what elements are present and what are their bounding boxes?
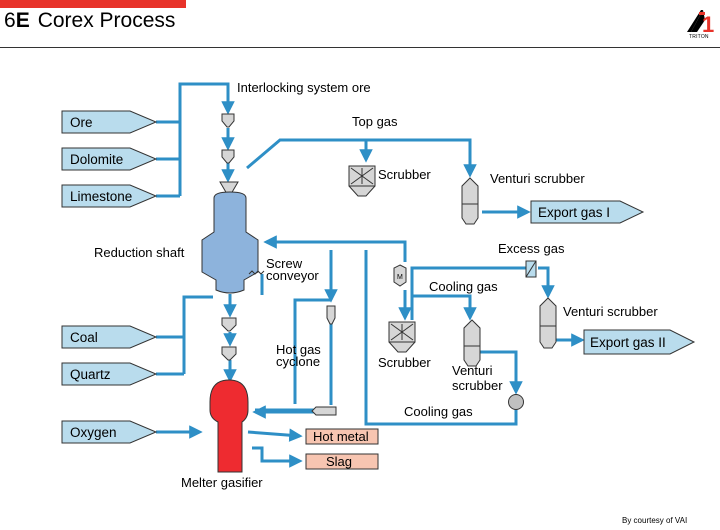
input-ore-label: Ore bbox=[70, 115, 93, 130]
export-gas-1-label: Export gas I bbox=[538, 205, 610, 220]
cooling-gas-top-label: Cooling gas bbox=[429, 279, 498, 294]
page-title: 6E Corex Process bbox=[4, 9, 175, 33]
screw-conveyor-icon bbox=[248, 270, 265, 275]
fan-icon: M bbox=[393, 264, 407, 287]
feed-line-materials bbox=[156, 120, 180, 198]
excess-gas-line bbox=[538, 266, 555, 299]
excess-gas-label: Excess gas bbox=[498, 241, 565, 256]
svg-text:1: 1 bbox=[702, 12, 714, 37]
venturi-scrubber-top-icon bbox=[461, 177, 479, 225]
cooling-gas-top-line bbox=[440, 294, 477, 321]
logo-text: TRITON bbox=[689, 34, 709, 40]
cooling-gas-bottom-label: Cooling gas bbox=[404, 404, 473, 419]
venturi-mid-label-line1: Venturi bbox=[452, 363, 493, 378]
export-gas-1-box: Export gas I bbox=[530, 200, 645, 224]
input-boxes: Ore Dolomite Limestone Coal Quartz Oxyge… bbox=[61, 110, 158, 444]
coal-quartz-lines bbox=[156, 335, 184, 376]
screw-label: Screw bbox=[266, 256, 303, 271]
interlocking-label: Interlocking system ore bbox=[237, 80, 371, 95]
feed-line-interlock bbox=[178, 82, 235, 196]
input-coal: Coal bbox=[61, 325, 158, 349]
cooling-gas-bottom-line bbox=[364, 250, 518, 426]
lock-hoppers bbox=[219, 113, 239, 361]
hot-metal-label: Hot metal bbox=[313, 429, 369, 444]
diagram-labels: Interlocking system ore Top gas Scrubber… bbox=[94, 80, 658, 490]
reducing-gas-line bbox=[331, 240, 407, 262]
hot-gas-label: Hot gas bbox=[276, 342, 321, 357]
hot-metal-box: Hot metal bbox=[305, 428, 379, 445]
dust-burner-icon bbox=[311, 406, 337, 416]
fan-symbol-label: M bbox=[397, 274, 403, 281]
top-gas-label: Top gas bbox=[352, 114, 398, 129]
input-quartz-label: Quartz bbox=[70, 367, 111, 382]
venturi-to-fan-line bbox=[480, 350, 523, 395]
reduction-shaft bbox=[201, 191, 259, 294]
publisher-logo-icon: 1 bbox=[687, 10, 714, 37]
coal-feed-line bbox=[182, 295, 213, 374]
export-gas-2-box: Export gas II bbox=[583, 329, 696, 355]
header-divider bbox=[0, 47, 720, 48]
scrubber-mid-label: Scrubber bbox=[378, 355, 431, 370]
input-limestone-label: Limestone bbox=[70, 189, 132, 204]
credit-note: By courtesy of VAI bbox=[622, 516, 688, 525]
scrubber-mid-icon bbox=[388, 321, 416, 353]
scrubber-top-label: Scrubber bbox=[378, 167, 431, 182]
melter-gasifier-label: Melter gasifier bbox=[181, 475, 263, 490]
melter-gasifier bbox=[209, 379, 249, 473]
input-dolomite: Dolomite bbox=[61, 147, 158, 171]
input-oxygen-label: Oxygen bbox=[70, 425, 117, 440]
conveyor-label: conveyor bbox=[266, 268, 319, 283]
lock-hopper-2 bbox=[221, 149, 235, 164]
input-limestone: Limestone bbox=[61, 184, 158, 208]
gasifier-offgas-line bbox=[293, 298, 331, 404]
lock-hopper-3 bbox=[221, 317, 237, 332]
header-accent-bar bbox=[0, 0, 186, 8]
top-gas-line bbox=[246, 138, 477, 178]
scrubber-top-icon bbox=[348, 165, 376, 197]
input-coal-label: Coal bbox=[70, 330, 98, 345]
section-number-digit: 6 bbox=[4, 9, 16, 32]
input-dolomite-label: Dolomite bbox=[70, 152, 123, 167]
cyclone-label: cyclone bbox=[276, 354, 320, 369]
hot-metal-line bbox=[247, 428, 303, 442]
venturi-top-label: Venturi scrubber bbox=[490, 171, 585, 186]
section-number: 6E bbox=[4, 9, 30, 32]
lock-hopper-4 bbox=[221, 346, 237, 361]
cooling-gas-compressor-icon bbox=[508, 394, 524, 410]
scrubber-outlet-line bbox=[410, 266, 528, 320]
slag-line bbox=[252, 446, 303, 468]
venturi-scrubber-mid-icon bbox=[463, 319, 481, 367]
title-text: Corex Process bbox=[37, 9, 176, 32]
section-letter: E bbox=[15, 9, 30, 32]
excess-gas-valve-icon bbox=[525, 260, 537, 278]
venturi-mid-label-line2: scrubber bbox=[452, 378, 503, 393]
input-oxygen: Oxygen bbox=[61, 420, 158, 444]
flow-lines bbox=[156, 82, 585, 468]
reduction-shaft-label: Reduction shaft bbox=[94, 245, 185, 260]
venturi-right-label: Venturi scrubber bbox=[563, 304, 658, 319]
slag-box: Slag bbox=[305, 453, 379, 470]
export-gas-2-label: Export gas II bbox=[590, 335, 666, 350]
hot-gas-cyclone-icon bbox=[326, 305, 336, 325]
lock-hopper-1 bbox=[221, 113, 235, 128]
venturi-scrubber-right-icon bbox=[539, 297, 557, 349]
input-quartz: Quartz bbox=[61, 362, 158, 386]
slag-label: Slag bbox=[326, 454, 352, 469]
input-ore: Ore bbox=[61, 110, 158, 134]
